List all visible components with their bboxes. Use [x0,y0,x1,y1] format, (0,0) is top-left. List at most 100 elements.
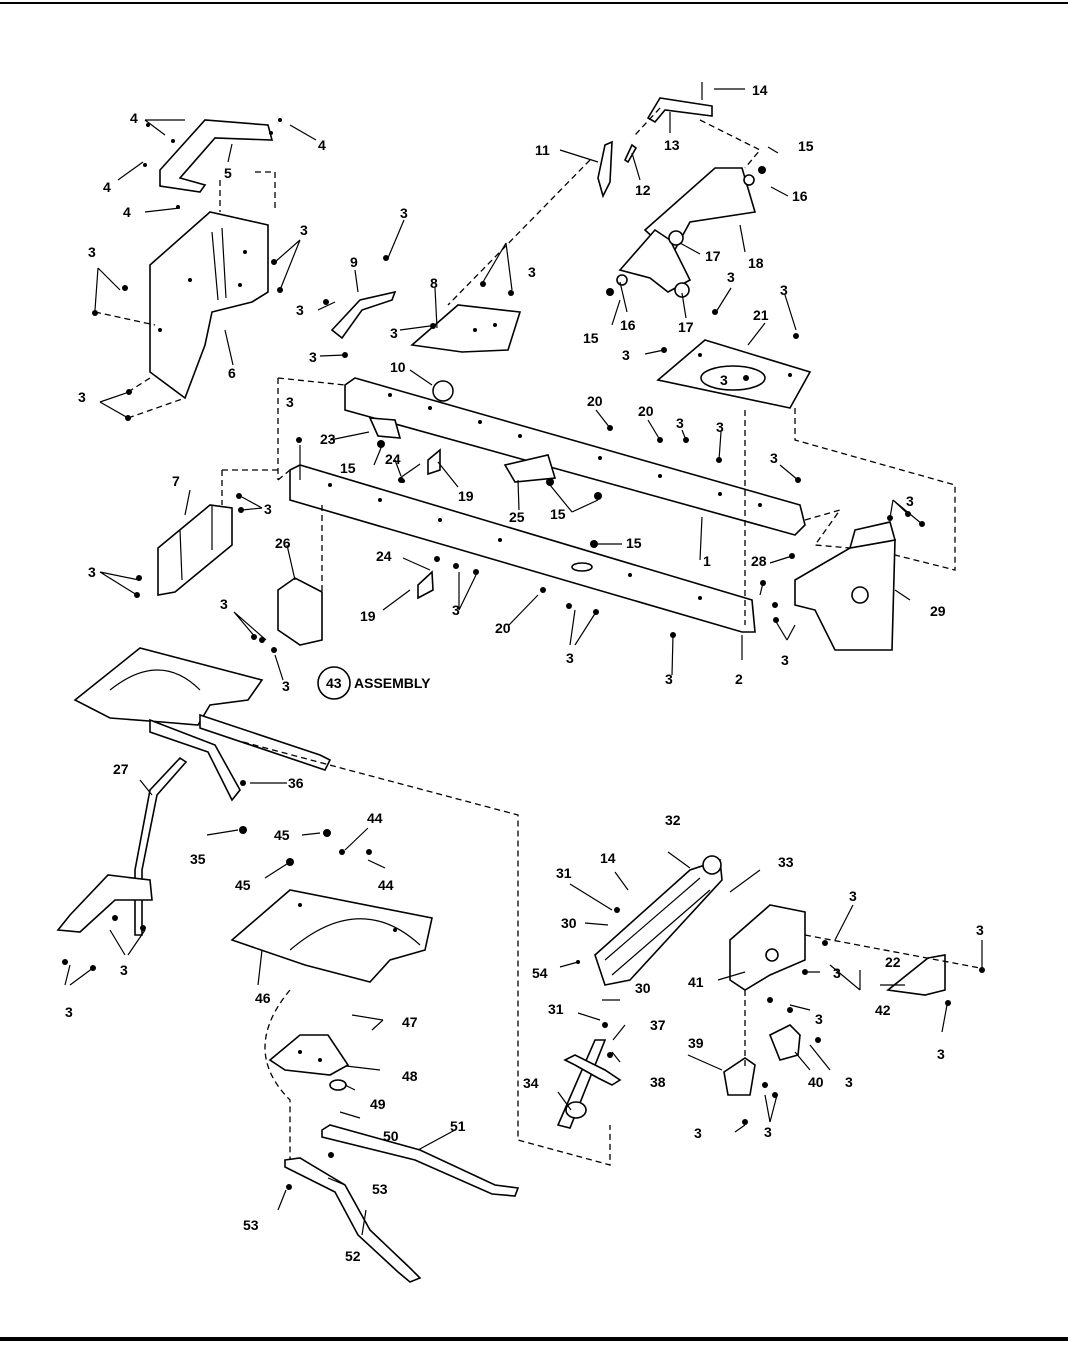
callout-3q: 3 [264,501,272,517]
callout-26: 26 [275,535,291,551]
side-shield [149,211,269,400]
callout-2: 2 [735,671,743,687]
handle-bracket [159,119,274,193]
link-rods [284,1124,520,1283]
callout-18: 18 [748,255,764,271]
callout-3s: 3 [220,596,228,612]
callout-3h: 3 [390,325,398,341]
callout-4d: 4 [123,204,131,220]
callout-16b: 16 [620,317,636,333]
callout-12: 12 [635,182,651,198]
callout-33: 33 [778,854,794,870]
callout-3l: 3 [286,394,294,410]
leader-lines [64,82,983,1236]
callout-labels: 14 4 4 5 4 4 11 13 15 12 16 3 3 3 17 18 … [65,82,984,1264]
callout-3z: 3 [65,1004,73,1020]
callout-9: 9 [350,254,358,270]
callout-40: 40 [808,1074,824,1090]
callout-3f: 3 [780,282,788,298]
front-support-plate [656,339,812,409]
callout-13: 13 [664,137,680,153]
block-39 [723,1057,756,1096]
callout-11: 11 [535,142,550,158]
callout-3n: 3 [716,419,724,435]
lift-lever-assembly [616,167,757,298]
callout-3d: 3 [528,264,536,280]
bottom-rule [0,1337,1068,1341]
callout-3g: 3 [296,302,304,318]
callout-17a: 17 [705,248,721,264]
axle-bracket [729,904,806,991]
callout-20b: 20 [638,403,654,419]
callout-5: 5 [224,165,232,181]
lift-arm-bracket [597,140,613,199]
callout-3b: 3 [300,222,308,238]
callout-15c: 15 [340,460,356,476]
callout-22: 22 [885,954,901,970]
callout-3p: 3 [906,493,914,509]
callout-3-far: 3 [976,922,984,938]
callout-41: 41 [688,974,704,990]
callout-3c: 3 [88,244,96,260]
callout-3v: 3 [781,652,789,668]
callout-42: 42 [875,1002,891,1018]
callout-45a: 45 [274,827,290,843]
callout-30a: 30 [561,915,577,931]
callout-50: 50 [383,1128,399,1144]
callout-3j: 3 [622,347,630,363]
callout-32: 32 [665,812,681,828]
pin [623,143,638,164]
rear-bracket [794,521,897,651]
callout-3k: 3 [78,389,86,405]
callout-29: 29 [930,603,946,619]
callout-53b: 53 [243,1217,259,1233]
callout-3-plate: 3 [720,372,728,388]
side-bracket [157,504,233,596]
callout-3i: 3 [309,349,317,365]
callout-15a: 15 [798,138,814,154]
callout-25: 25 [509,509,525,525]
clip-upper [427,448,441,476]
callout-3y: 3 [120,962,128,978]
callout-45b: 45 [235,877,251,893]
callout-3af: 3 [764,1124,772,1140]
callout-36: 36 [288,775,304,791]
callout-19a: 19 [458,488,474,504]
callout-6: 6 [228,365,236,381]
deck-lift-assembly [73,647,332,802]
callout-35: 35 [190,851,206,867]
callout-24b: 24 [376,548,392,564]
callout-3x: 3 [282,678,290,694]
callout-34: 34 [523,1075,539,1091]
callout-20a: 20 [587,393,603,409]
callout-47: 47 [402,1014,418,1030]
assembly-label: ASSEMBLY [354,675,431,691]
callout-24a: 24 [385,451,401,467]
callout-8: 8 [430,275,438,291]
small-bracket [330,290,397,340]
assembly-43-circle [317,666,351,700]
callout-27: 27 [113,761,129,777]
callout-3o: 3 [770,450,778,466]
mount-plate [410,304,522,353]
callout-3u: 3 [566,650,574,666]
callout-10: 10 [390,359,406,375]
callout-38: 38 [650,1074,666,1090]
callout-16a: 16 [792,188,808,204]
grommet-ring [432,380,454,402]
callout-3-axle: 3 [849,888,857,904]
callout-21: 21 [753,307,769,323]
callout-15b: 15 [583,330,599,346]
control-rod [56,756,188,936]
callout-48: 48 [402,1068,418,1084]
support-bracket [277,577,323,646]
callout-3t: 3 [452,602,460,618]
callout-4a: 4 [130,110,138,126]
callout-30b: 30 [635,980,651,996]
block-40 [768,1024,801,1061]
callout-3e: 3 [727,269,735,285]
callout-3ag: 3 [694,1125,702,1141]
callout-7: 7 [172,473,180,489]
fasteners [62,118,985,1190]
